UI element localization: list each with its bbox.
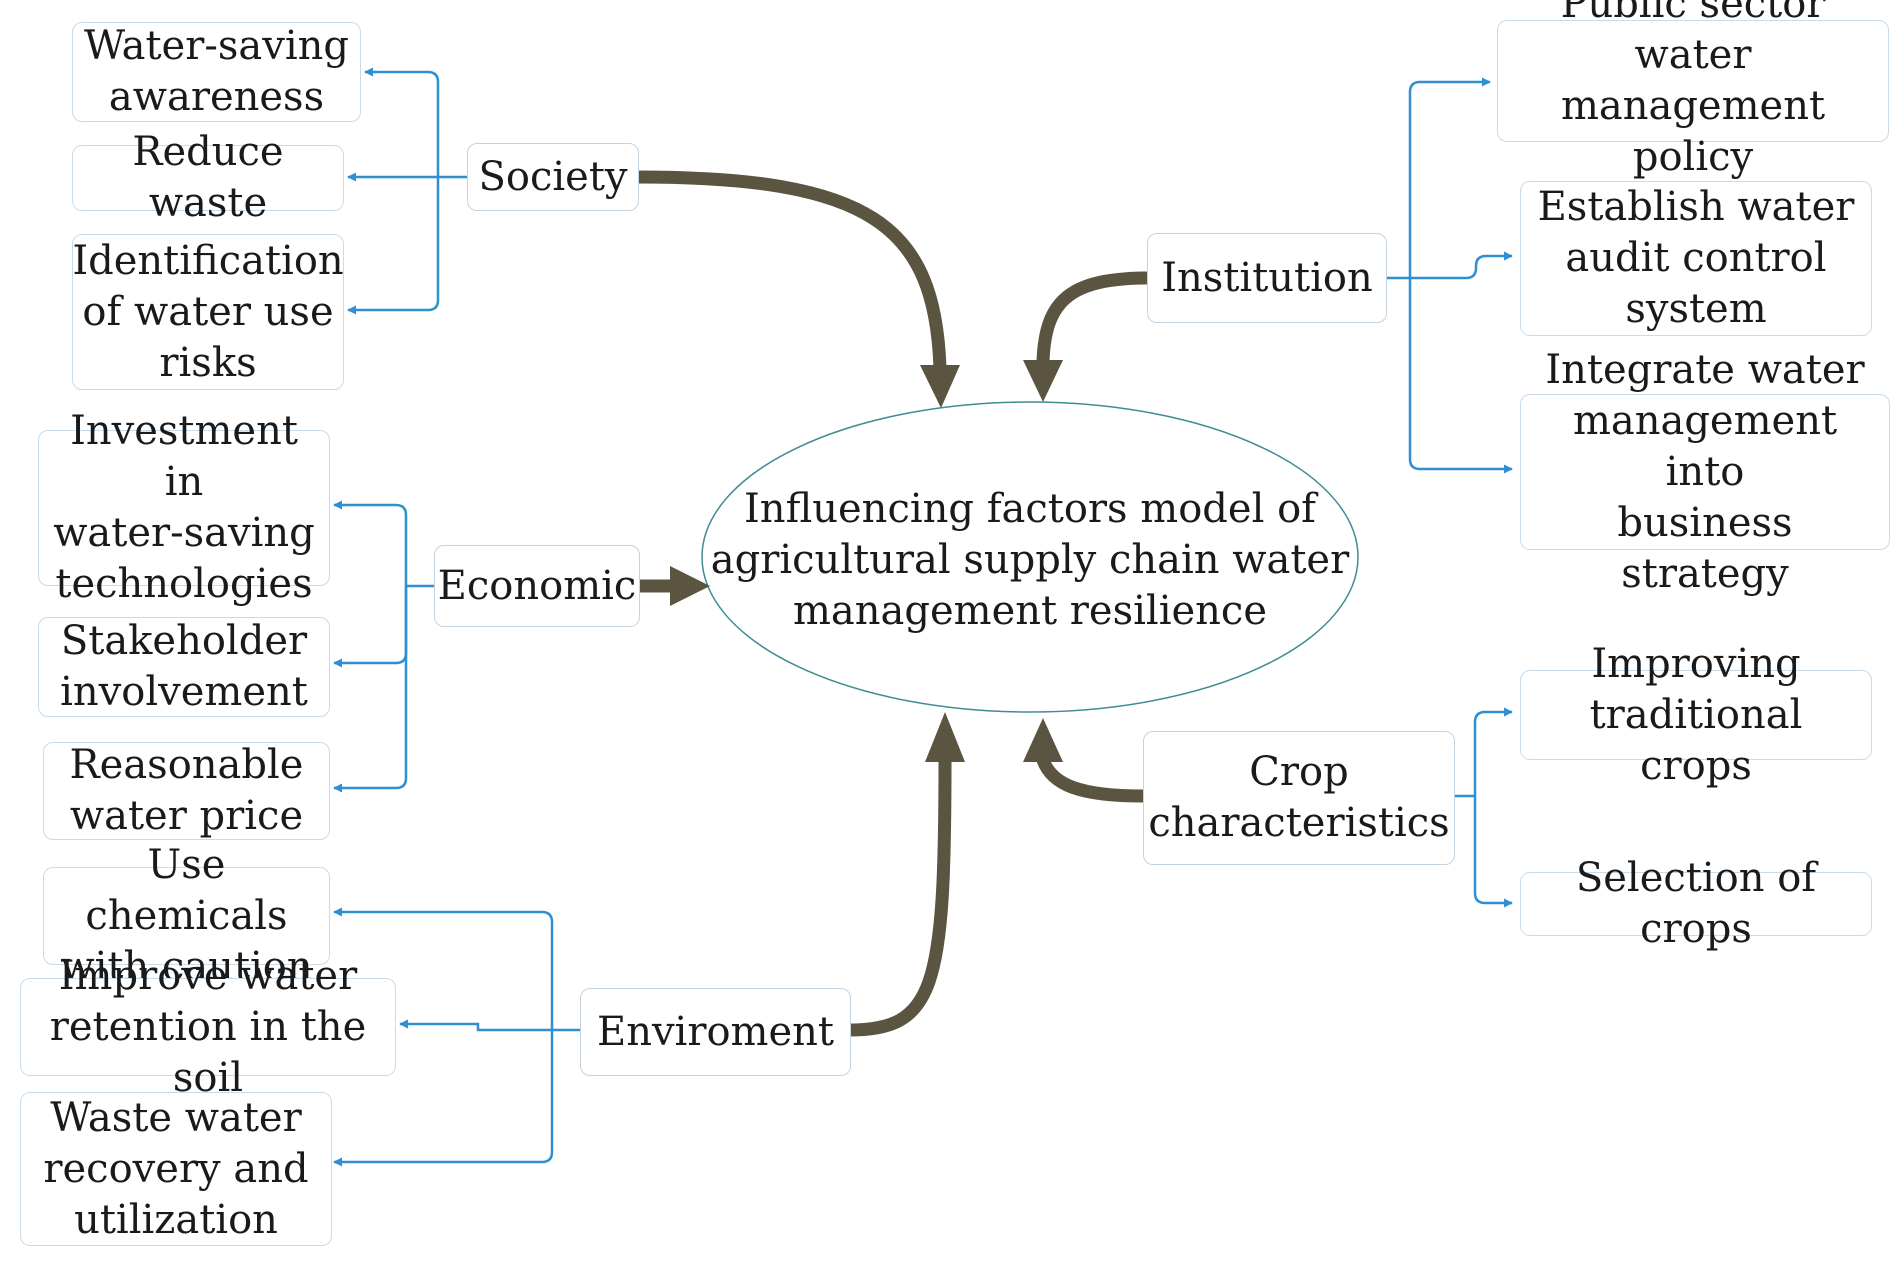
branch-water-saving-awareness: [364, 67, 440, 177]
arrow-environment-head: [925, 712, 965, 762]
branch-traditional-crops: [1473, 707, 1513, 796]
leaf-reasonable-water-price[interactable]: Reasonable water price: [43, 742, 330, 840]
economic-branches: [333, 500, 434, 793]
branch-waste-water: [333, 1030, 554, 1167]
leaf-public-sector-policy[interactable]: Public sector water management policy: [1497, 0, 1889, 180]
branch-identification-risks: [347, 177, 440, 315]
node-crop-characteristics[interactable]: Crop characteristics: [1143, 731, 1455, 865]
node-economic[interactable]: Economic: [434, 545, 640, 627]
leaf-stakeholder-involvement[interactable]: Stakeholder involvement: [38, 617, 330, 717]
leaf-selection-of-crops[interactable]: Selection of crops: [1520, 855, 1872, 952]
arrow-economic-head: [670, 566, 710, 606]
center-ellipse: [701, 401, 1359, 713]
branch-audit: [1410, 251, 1513, 280]
leaf-soil-retention[interactable]: Improve water retention in the soil: [20, 953, 396, 1101]
branch-stakeholder: [333, 586, 408, 668]
arrow-society-to-center: [630, 170, 947, 375]
node-society[interactable]: Society: [467, 143, 639, 211]
society-branches: [347, 67, 467, 315]
arrow-institution-head: [1023, 360, 1063, 402]
leaf-waste-water-recovery[interactable]: Waste water recovery and utilization: [20, 1092, 332, 1246]
leaf-water-audit-system[interactable]: Establish water audit control system: [1520, 181, 1872, 336]
leaf-investment-technologies[interactable]: Investment in water-saving technologies: [38, 408, 330, 607]
environment-branches: [333, 907, 580, 1167]
institution-branches: [1384, 77, 1513, 474]
arrow-crop-to-center: [1036, 753, 1150, 803]
center-label: Influencing factors model of agricultura…: [710, 485, 1350, 634]
main-arrows: [630, 170, 1157, 1037]
arrow-institution-to-center: [1036, 271, 1157, 369]
branch-water-price: [333, 586, 408, 793]
node-environment[interactable]: Enviroment: [580, 988, 851, 1076]
branch-investment-tech: [333, 500, 408, 586]
node-institution[interactable]: Institution: [1147, 233, 1387, 323]
arrow-crop-head: [1023, 718, 1063, 762]
crop-branches: [1453, 707, 1513, 908]
arrow-society-head: [920, 365, 960, 408]
leaf-improving-traditional-crops[interactable]: Improving traditional crops: [1520, 641, 1872, 789]
leaf-integrate-business-strategy[interactable]: Integrate water management into business…: [1520, 347, 1890, 597]
branch-retention: [399, 1019, 552, 1032]
arrow-environment-to-center: [841, 753, 952, 1037]
branch-selection-crops: [1473, 796, 1513, 908]
leaf-reduce-waste[interactable]: Reduce waste: [72, 129, 344, 226]
leaf-water-saving-awareness[interactable]: Water-saving awareness: [72, 22, 361, 122]
branch-public-policy: [1408, 77, 1491, 278]
branch-integrate: [1408, 278, 1513, 474]
branch-chemicals: [333, 907, 554, 1030]
leaf-identification-risks[interactable]: Identification of water use risks: [72, 234, 344, 390]
